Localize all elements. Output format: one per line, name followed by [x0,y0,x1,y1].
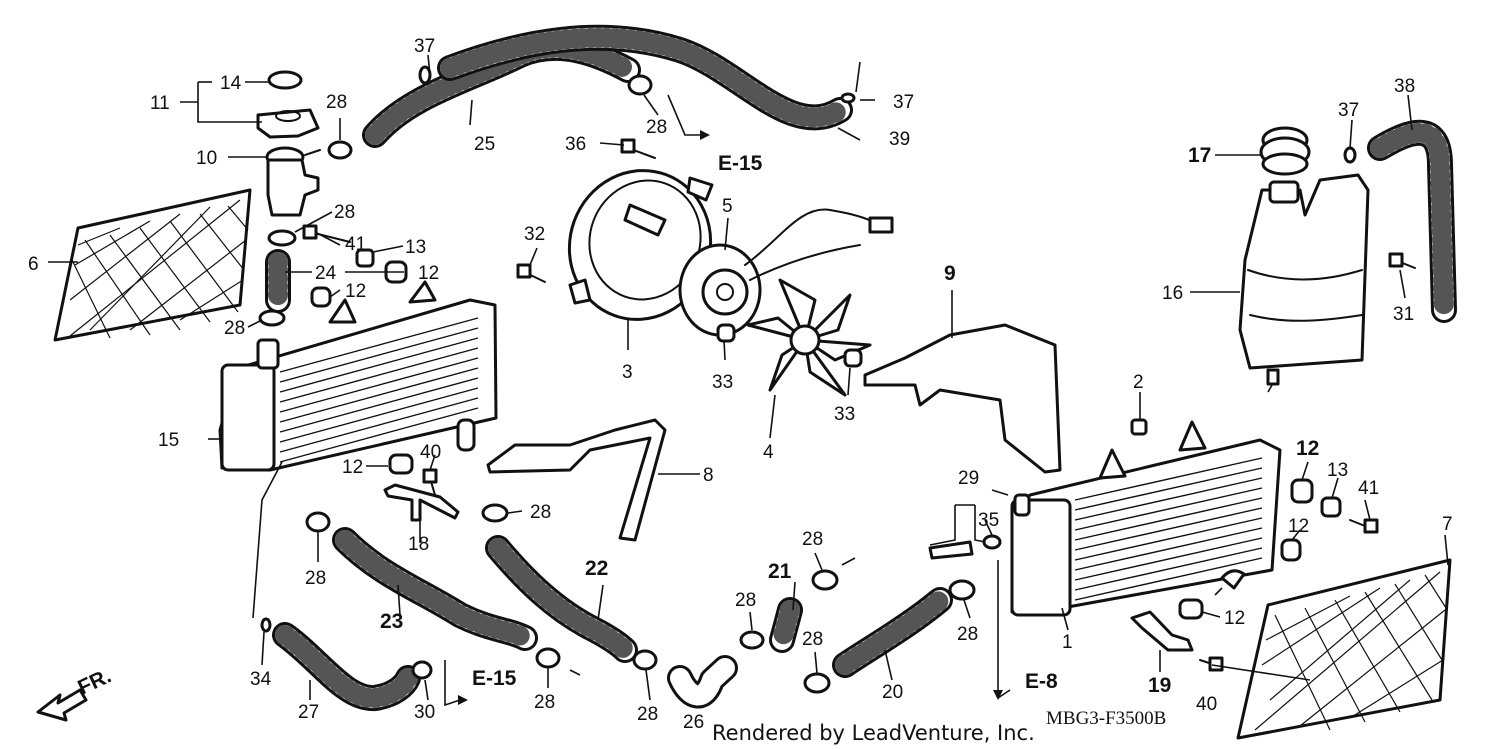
callout-22: 22 [585,557,608,580]
callout-numbers: 1 2 3 4 5 6 7 8 9 10 11 12 12 12 12 12 1… [28,36,1453,733]
callout-12b: 12 [345,281,366,302]
callout-14: 14 [220,73,242,94]
callout-29: 29 [958,468,979,489]
callout-1: 1 [1062,632,1073,653]
reference-arrows [444,61,1273,707]
callout-28i: 28 [735,590,756,611]
hose-39 [437,24,853,131]
callout-32: 32 [524,224,545,245]
callout-31: 31 [1393,304,1414,325]
callout-28f: 28 [530,502,551,523]
callout-12f: 12 [1224,608,1245,629]
hose-27 [272,622,421,711]
callout-28a: 28 [326,92,347,113]
callout-28g: 28 [534,692,555,713]
filler-neck [265,146,321,217]
callout-40b: 40 [1196,694,1217,715]
callout-18: 18 [408,534,429,555]
callout-8: 8 [703,465,714,486]
callout-4: 4 [763,442,774,463]
hardware [258,65,1416,694]
pipe-26 [667,655,738,709]
callout-39: 39 [889,129,910,150]
hose-38 [1367,119,1457,323]
hose-21 [769,597,803,653]
callout-23: 23 [380,610,403,633]
hose-22 [485,535,638,663]
callout-35: 35 [978,510,999,531]
radiator-cap [256,70,320,139]
reserve-tank [1238,173,1370,386]
left-radiator-grille [53,188,252,342]
callout-37c: 37 [1338,100,1359,121]
callout-5: 5 [722,196,733,217]
callout-9: 9 [944,262,956,285]
callout-2: 2 [1133,372,1144,393]
reference-e15-bottom: E-15 [472,667,517,690]
callout-25: 25 [474,134,495,155]
callout-13a: 13 [405,237,426,258]
callout-41b: 41 [1358,478,1379,499]
callout-36: 36 [565,134,586,155]
radiator-bracket-lower [486,418,667,542]
fan-shroud [567,169,714,321]
fan-blade [746,278,872,397]
callout-40a: 40 [420,442,441,463]
hose-20 [832,587,953,678]
callout-3: 3 [622,362,633,383]
front-direction-arrow: FR. [36,664,115,722]
callout-33a: 33 [712,372,733,393]
callout-28e: 28 [305,568,326,589]
callout-19: 19 [1148,674,1171,697]
callout-12c: 12 [342,457,363,478]
callout-12d: 12 [1296,437,1319,460]
callout-38: 38 [1394,76,1415,97]
callout-10: 10 [196,148,217,169]
callout-37b: 37 [893,92,914,113]
callout-7: 7 [1442,514,1453,535]
callout-28d: 28 [224,318,245,339]
left-radiator [218,280,498,472]
fan-motor [678,208,894,337]
callout-13b: 13 [1327,460,1348,481]
callout-11: 11 [150,93,170,114]
reference-e8: E-8 [1025,670,1058,693]
callout-30: 30 [414,702,435,723]
callout-28c: 28 [334,202,355,223]
callout-12a: 12 [418,263,439,284]
right-radiator [1010,420,1282,617]
diagram-code: MBG3-F3500B [1046,708,1166,729]
callout-28j: 28 [802,529,823,550]
radiator-bracket-upper [863,323,1062,474]
callout-27: 27 [298,702,319,723]
callout-26: 26 [683,712,704,733]
reserve-tank-cap [1259,126,1311,176]
callout-28k: 28 [802,629,823,650]
right-radiator-grille [1236,558,1452,740]
reference-e15-top: E-15 [718,152,763,175]
leader-lines [48,54,1449,701]
callout-33b: 33 [834,404,855,425]
callout-20: 20 [882,682,903,703]
callout-28h: 28 [637,704,658,725]
callout-16: 16 [1162,283,1183,304]
callout-24: 24 [315,263,337,284]
callout-12e: 12 [1288,516,1309,537]
callout-37a: 37 [414,36,435,57]
callout-6: 6 [28,254,39,275]
callout-21: 21 [768,560,792,583]
callout-41a: 41 [345,234,366,255]
callout-34: 34 [250,669,272,690]
callout-28b: 28 [646,117,667,138]
footer-credit: Rendered by LeadVenture, Inc. [712,721,1035,745]
callout-28l: 28 [957,624,978,645]
hose-23 [332,527,538,651]
callout-17: 17 [1188,144,1211,167]
callout-15: 15 [158,430,179,451]
